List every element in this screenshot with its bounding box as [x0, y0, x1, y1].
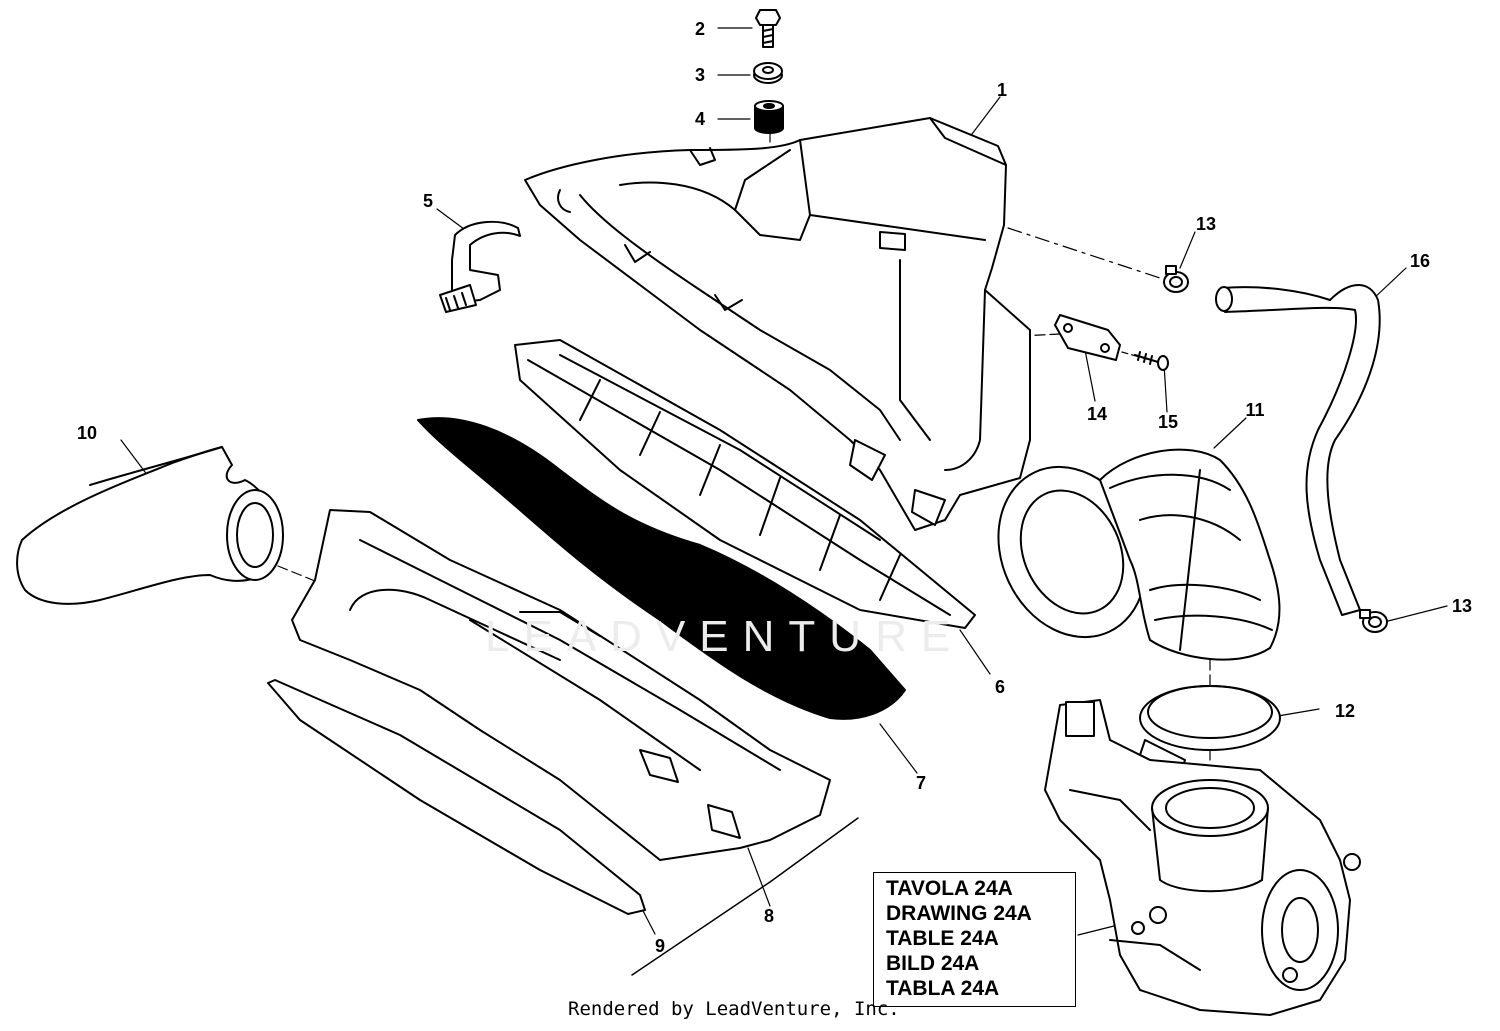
- callout-15: 15: [1157, 412, 1179, 432]
- grommet-icon: [754, 100, 784, 134]
- callout-13-upper: 13: [1195, 214, 1217, 234]
- sensor-icon: [1054, 314, 1121, 361]
- breather-hose: [1215, 284, 1381, 616]
- airbox-lower-housing: [291, 509, 831, 861]
- callout-13-lower: 13: [1451, 596, 1473, 616]
- callout-3: 3: [694, 65, 706, 85]
- hose-clamp-icon: [1163, 265, 1189, 293]
- ref-line-drawing: DRAWING 24A: [886, 902, 1032, 925]
- filter-frame: [514, 339, 976, 629]
- air-filter-element: [417, 417, 906, 720]
- washer-icon: [753, 62, 783, 84]
- intake-boot: [997, 448, 1281, 661]
- ref-line-table: TABLE 24A: [886, 927, 999, 950]
- callout-6: 6: [994, 677, 1006, 697]
- callout-5: 5: [422, 191, 434, 211]
- intake-snorkel: [16, 446, 284, 605]
- ref-line-tabla: TABLA 24A: [886, 977, 1000, 1000]
- callout-2: 2: [694, 19, 706, 39]
- callout-4: 4: [694, 109, 706, 129]
- throttle-body: [1044, 699, 1361, 1016]
- callout-11: 11: [1245, 400, 1265, 420]
- watermark: LEADVENTURE: [485, 612, 965, 661]
- callout-7: 7: [915, 773, 927, 793]
- group-bracket-8: [631, 817, 859, 976]
- callout-12: 12: [1334, 701, 1356, 721]
- callout-14: 14: [1086, 404, 1108, 424]
- callout-9: 9: [654, 936, 666, 956]
- hose-clamp-icon: [1359, 609, 1388, 633]
- callout-1: 1: [996, 80, 1008, 100]
- leader-lines: [120, 27, 1448, 936]
- callout-8: 8: [763, 906, 775, 926]
- callout-16: 16: [1409, 251, 1431, 271]
- ref-line-tavola: TAVOLA 24A: [886, 877, 1013, 900]
- callout-10: 10: [76, 423, 98, 443]
- screw-icon: [1134, 351, 1169, 371]
- bolt-icon: [755, 9, 781, 48]
- clip-icon: [439, 220, 521, 313]
- seal-strip: [267, 679, 646, 915]
- airbox-upper-housing: [524, 117, 1031, 531]
- reference-box: TAVOLA 24A DRAWING 24A TABLE 24A BILD 24…: [873, 872, 1076, 1007]
- ref-line-bild: BILD 24A: [886, 952, 980, 975]
- footer-credit: Rendered by LeadVenture, Inc.: [568, 998, 900, 1020]
